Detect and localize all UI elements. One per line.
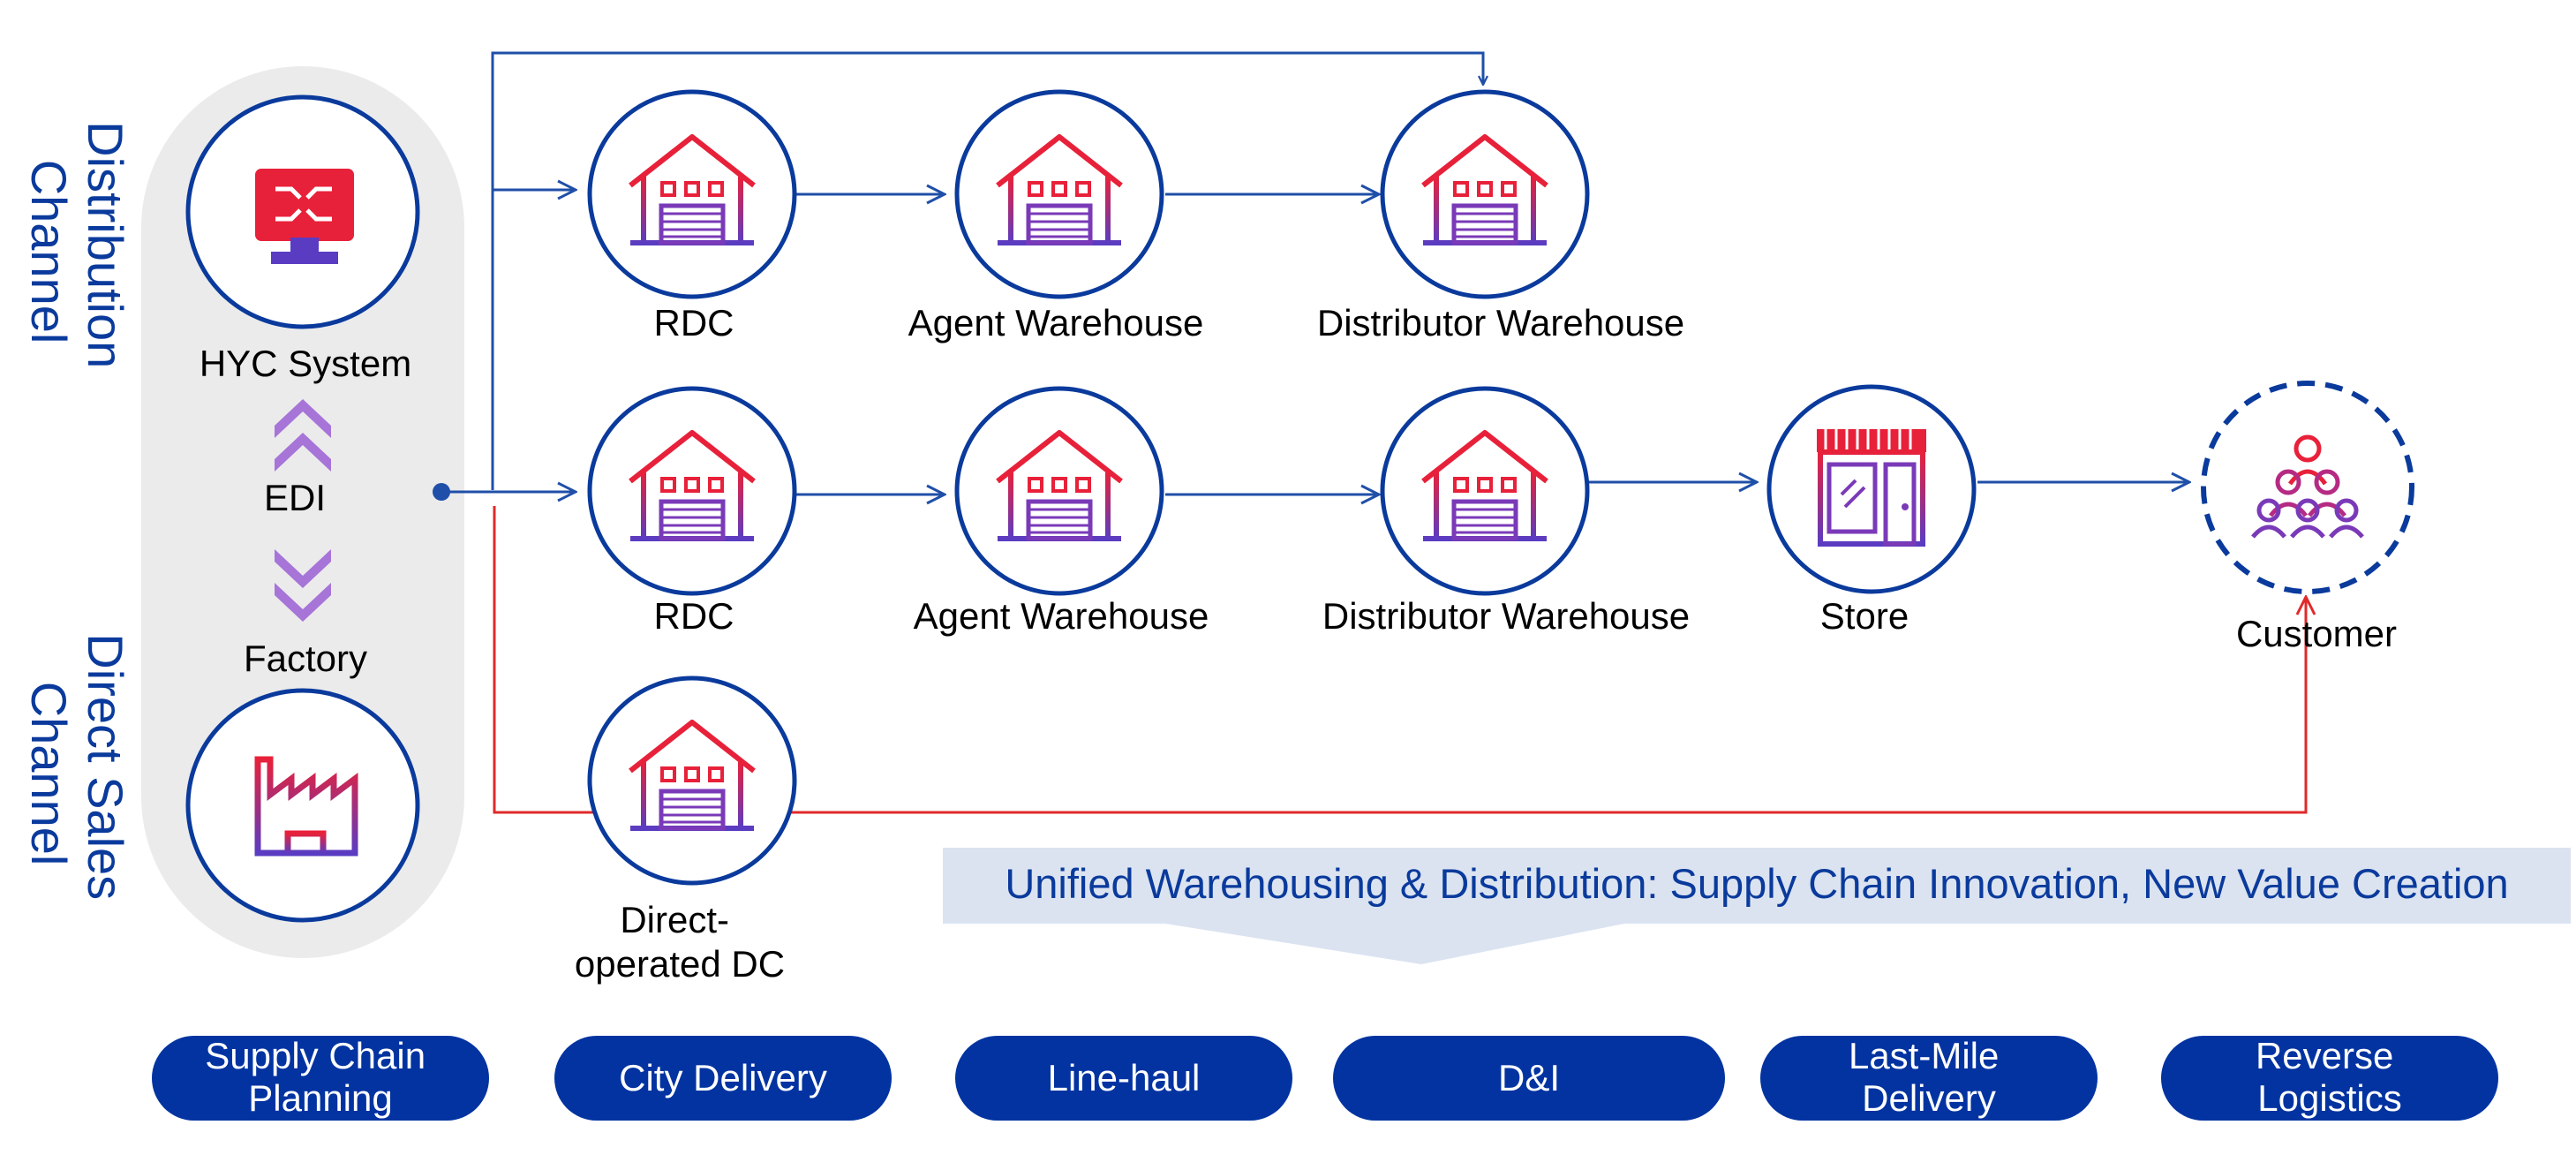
service-pill-line-haul: Line-haul [955,1036,1292,1121]
svg-text:City Delivery: City Delivery [619,1057,827,1098]
store-icon [1817,429,1926,547]
svg-text:D&I: D&I [1498,1057,1560,1098]
svg-text:Supply Chain Planning: Supply Chain Planning [205,1035,436,1119]
distributor-warehouse-node-row1 [1380,89,1590,299]
agent-warehouse-node-row2 [954,386,1164,596]
agent-warehouse-label-row2: Agent Warehouse [914,595,1209,637]
distributor-warehouse-label-row1: Distributor Warehouse [1317,302,1684,343]
distributor-warehouse-node-row2 [1380,386,1590,596]
agent-warehouse-label-row1: Agent Warehouse [908,302,1204,343]
rdc-label-row1: RDC [654,302,734,343]
service-pill-supply-chain-planning: Supply Chain Planning [152,1035,489,1121]
direct-sales-channel-label: Direct Sales Channel [21,633,133,913]
factory-label: Factory [244,638,367,679]
distributor-warehouse-label-row2: Distributor Warehouse [1322,595,1690,637]
bypass-line-top [491,51,1483,490]
hyc-system-label: HYC System [200,343,411,384]
chevron-down-icon [275,549,331,622]
svg-text:Reverse Logistics: Reverse Logistics [2256,1035,2404,1119]
store-node [1766,384,1977,594]
service-pill-city-delivery: City Delivery [554,1036,892,1121]
store-label: Store [1820,595,1909,637]
computer-monitor-icon [255,169,354,264]
service-pills: Supply Chain Planning City Delivery Line… [152,1035,2498,1121]
service-pill-reverse-logistics: Reverse Logistics [2161,1035,2498,1121]
direct-operated-dc-label: Direct- operated DC [575,899,785,985]
value-banner: Unified Warehousing & Distribution: Supp… [943,848,2571,964]
rdc-node-row2 [587,386,797,596]
customer-node [2201,381,2414,594]
direct-sales-line [493,506,2306,814]
direct-operated-dc-node [587,676,797,886]
chevron-up-icon [275,399,331,472]
hyc-system-node [185,94,420,329]
agent-warehouse-node-row1 [954,89,1164,299]
service-pill-d-and-i: D&I [1333,1036,1725,1121]
customer-label: Customer [2236,613,2397,654]
svg-text:Last-Mile Delivery: Last-Mile Delivery [1849,1035,2009,1119]
service-pill-last-mile-delivery: Last-Mile Delivery [1760,1035,2098,1121]
customer-group-icon [2251,434,2364,539]
banner-text: Unified Warehousing & Distribution: Supp… [1005,860,2508,907]
distribution-channel-label: Distribution Channel [21,121,133,382]
edi-label: EDI [264,477,326,518]
rdc-node-row1 [587,89,797,299]
factory-icon [254,756,358,857]
svg-text:Line-haul: Line-haul [1048,1057,1201,1098]
factory-node [185,688,420,923]
rdc-label-row2: RDC [654,595,734,637]
